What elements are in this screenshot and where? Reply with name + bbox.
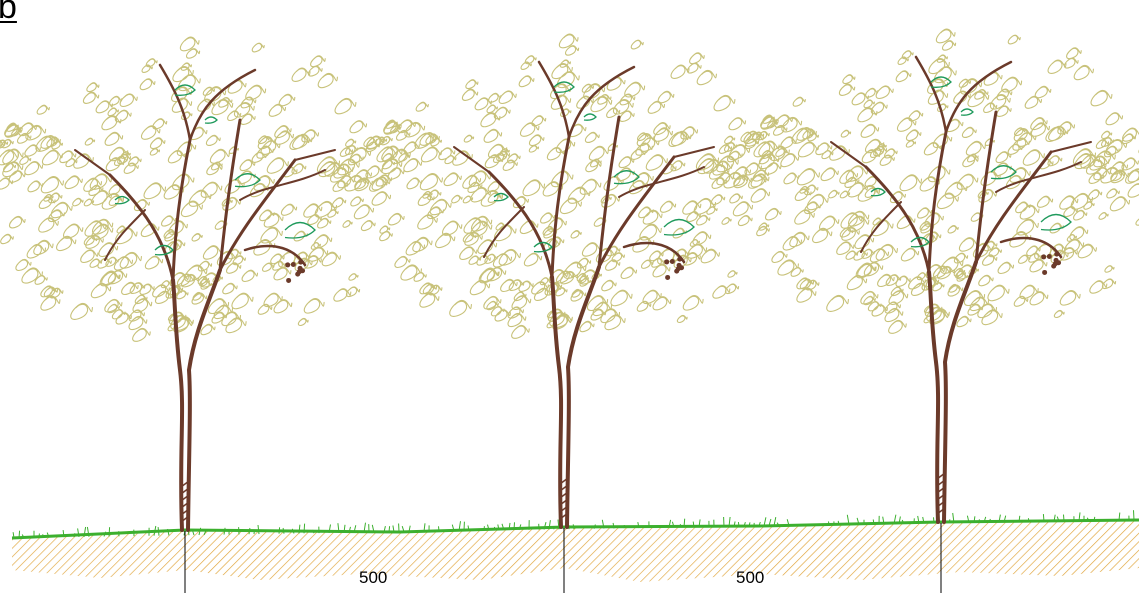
soil-hatch — [12, 520, 1139, 582]
sheet-label: b — [0, 0, 17, 26]
grass-tufts — [12, 510, 1135, 539]
tree-1 — [0, 36, 411, 532]
foliage — [0, 36, 411, 342]
dimension-label: 500 — [359, 568, 388, 587]
foliage-accent — [114, 84, 316, 256]
dimension-lines — [184, 523, 942, 593]
trunk — [74, 63, 336, 532]
foliage-accent — [493, 81, 695, 253]
foliage-accent — [870, 76, 1072, 248]
tree-3 — [737, 28, 1139, 524]
dimension-label: 500 — [736, 568, 765, 587]
tree-2 — [360, 33, 790, 529]
trunk — [453, 60, 715, 529]
foliage — [360, 33, 790, 339]
